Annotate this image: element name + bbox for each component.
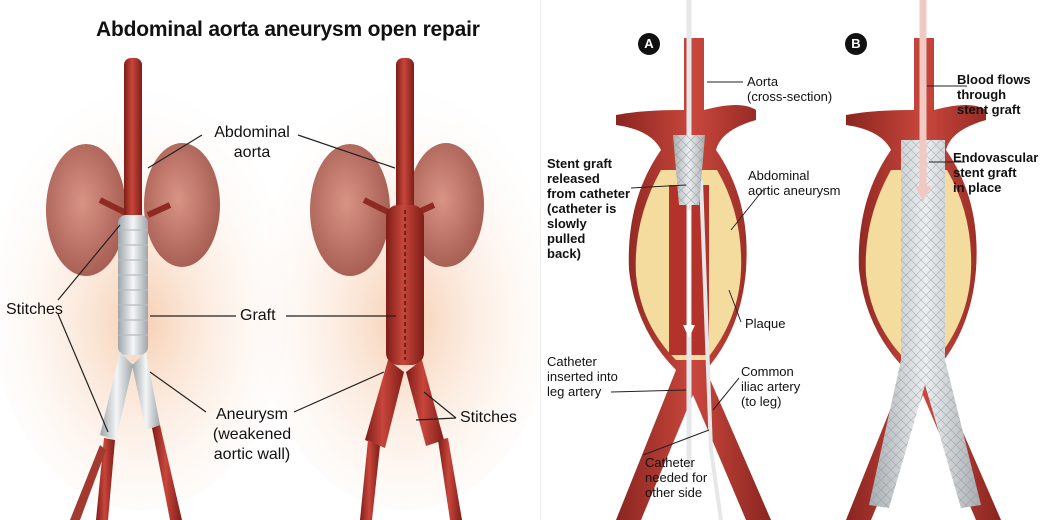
common-iliac-line-1: Common: [741, 364, 800, 379]
stent-released-line-1: Stent graft: [547, 156, 630, 171]
endovascular-stent-label: Endovascular stent graft in place: [953, 150, 1038, 195]
blood-flows-label: Blood flows through stent graft: [957, 72, 1031, 117]
common-iliac-label: Common iliac artery (to leg): [741, 364, 800, 409]
aneurysm-label: Aneurysm (weakened aortic wall): [206, 405, 298, 465]
endovascular-stent-line-1: Endovascular: [953, 150, 1038, 165]
aorta-label: Aorta (cross-section): [747, 74, 832, 104]
open-repair-panel: Abdominal aorta aneurysm open repair Abd…: [0, 0, 540, 520]
aorta-line-1: Aorta: [747, 74, 832, 89]
open-repair-title: Abdominal aorta aneurysm open repair: [96, 18, 480, 42]
graft-label: Graft: [240, 306, 276, 326]
catheter-inserted-label: Catheter inserted into leg artery: [547, 354, 618, 399]
catheter-needed-line-1: Catheter: [645, 455, 707, 470]
aneurysm-line-1: Aneurysm: [206, 405, 298, 425]
catheter-needed-label: Catheter needed for other side: [645, 455, 707, 500]
catheter-inserted-line-3: leg artery: [547, 384, 618, 399]
stent-released-line-7: back): [547, 246, 630, 261]
stitches-label-right: Stitches: [460, 408, 517, 428]
catheter-needed-line-3: other side: [645, 485, 707, 500]
common-iliac-line-3: (to leg): [741, 394, 800, 409]
aneurysm-line-2: (weakened: [206, 425, 298, 445]
catheter-needed-line-2: needed for: [645, 470, 707, 485]
common-iliac-line-2: iliac artery: [741, 379, 800, 394]
aorta-line-2: (cross-section): [747, 89, 832, 104]
stent-released-line-2: released: [547, 171, 630, 186]
catheter-inserted-line-1: Catheter: [547, 354, 618, 369]
abdominal-aorta-line-1: Abdominal: [207, 123, 297, 143]
abdominal-aneurysm-label: Abdominal aortic aneurysm: [748, 168, 840, 198]
blood-flows-line-2: through: [957, 87, 1031, 102]
endovascular-panel: A B Aorta (cross-section) Stent graft re…: [541, 0, 1051, 520]
catheter-inserted-line-2: inserted into: [547, 369, 618, 384]
abdominal-aorta-line-2: aorta: [207, 143, 297, 163]
abdominal-aneurysm-line-1: Abdominal: [748, 168, 840, 183]
stent-released-line-5: slowly: [547, 216, 630, 231]
endovascular-stent-line-2: stent graft: [953, 165, 1038, 180]
stent-released-label: Stent graft released from catheter (cath…: [547, 156, 630, 261]
plaque-label: Plaque: [745, 316, 785, 331]
stent-released-line-4: (catheter is: [547, 201, 630, 216]
aneurysm-line-3: aortic wall): [206, 445, 298, 465]
stitches-label-left: Stitches: [6, 300, 63, 320]
endovascular-stent-line-3: in place: [953, 180, 1038, 195]
graft-body: [118, 215, 148, 355]
blood-flows-line-1: Blood flows: [957, 72, 1031, 87]
badge-b: B: [845, 33, 867, 55]
stent-released-line-3: from catheter: [547, 186, 630, 201]
abdominal-aneurysm-line-2: aortic aneurysm: [748, 183, 840, 198]
stent-released-line-6: pulled: [547, 231, 630, 246]
abdominal-aorta-label: Abdominal aorta: [207, 123, 297, 163]
blood-flows-line-3: stent graft: [957, 102, 1031, 117]
aneurysm-sac-closed: [386, 205, 424, 365]
badge-a: A: [638, 33, 660, 55]
aorta-upper: [124, 58, 142, 238]
